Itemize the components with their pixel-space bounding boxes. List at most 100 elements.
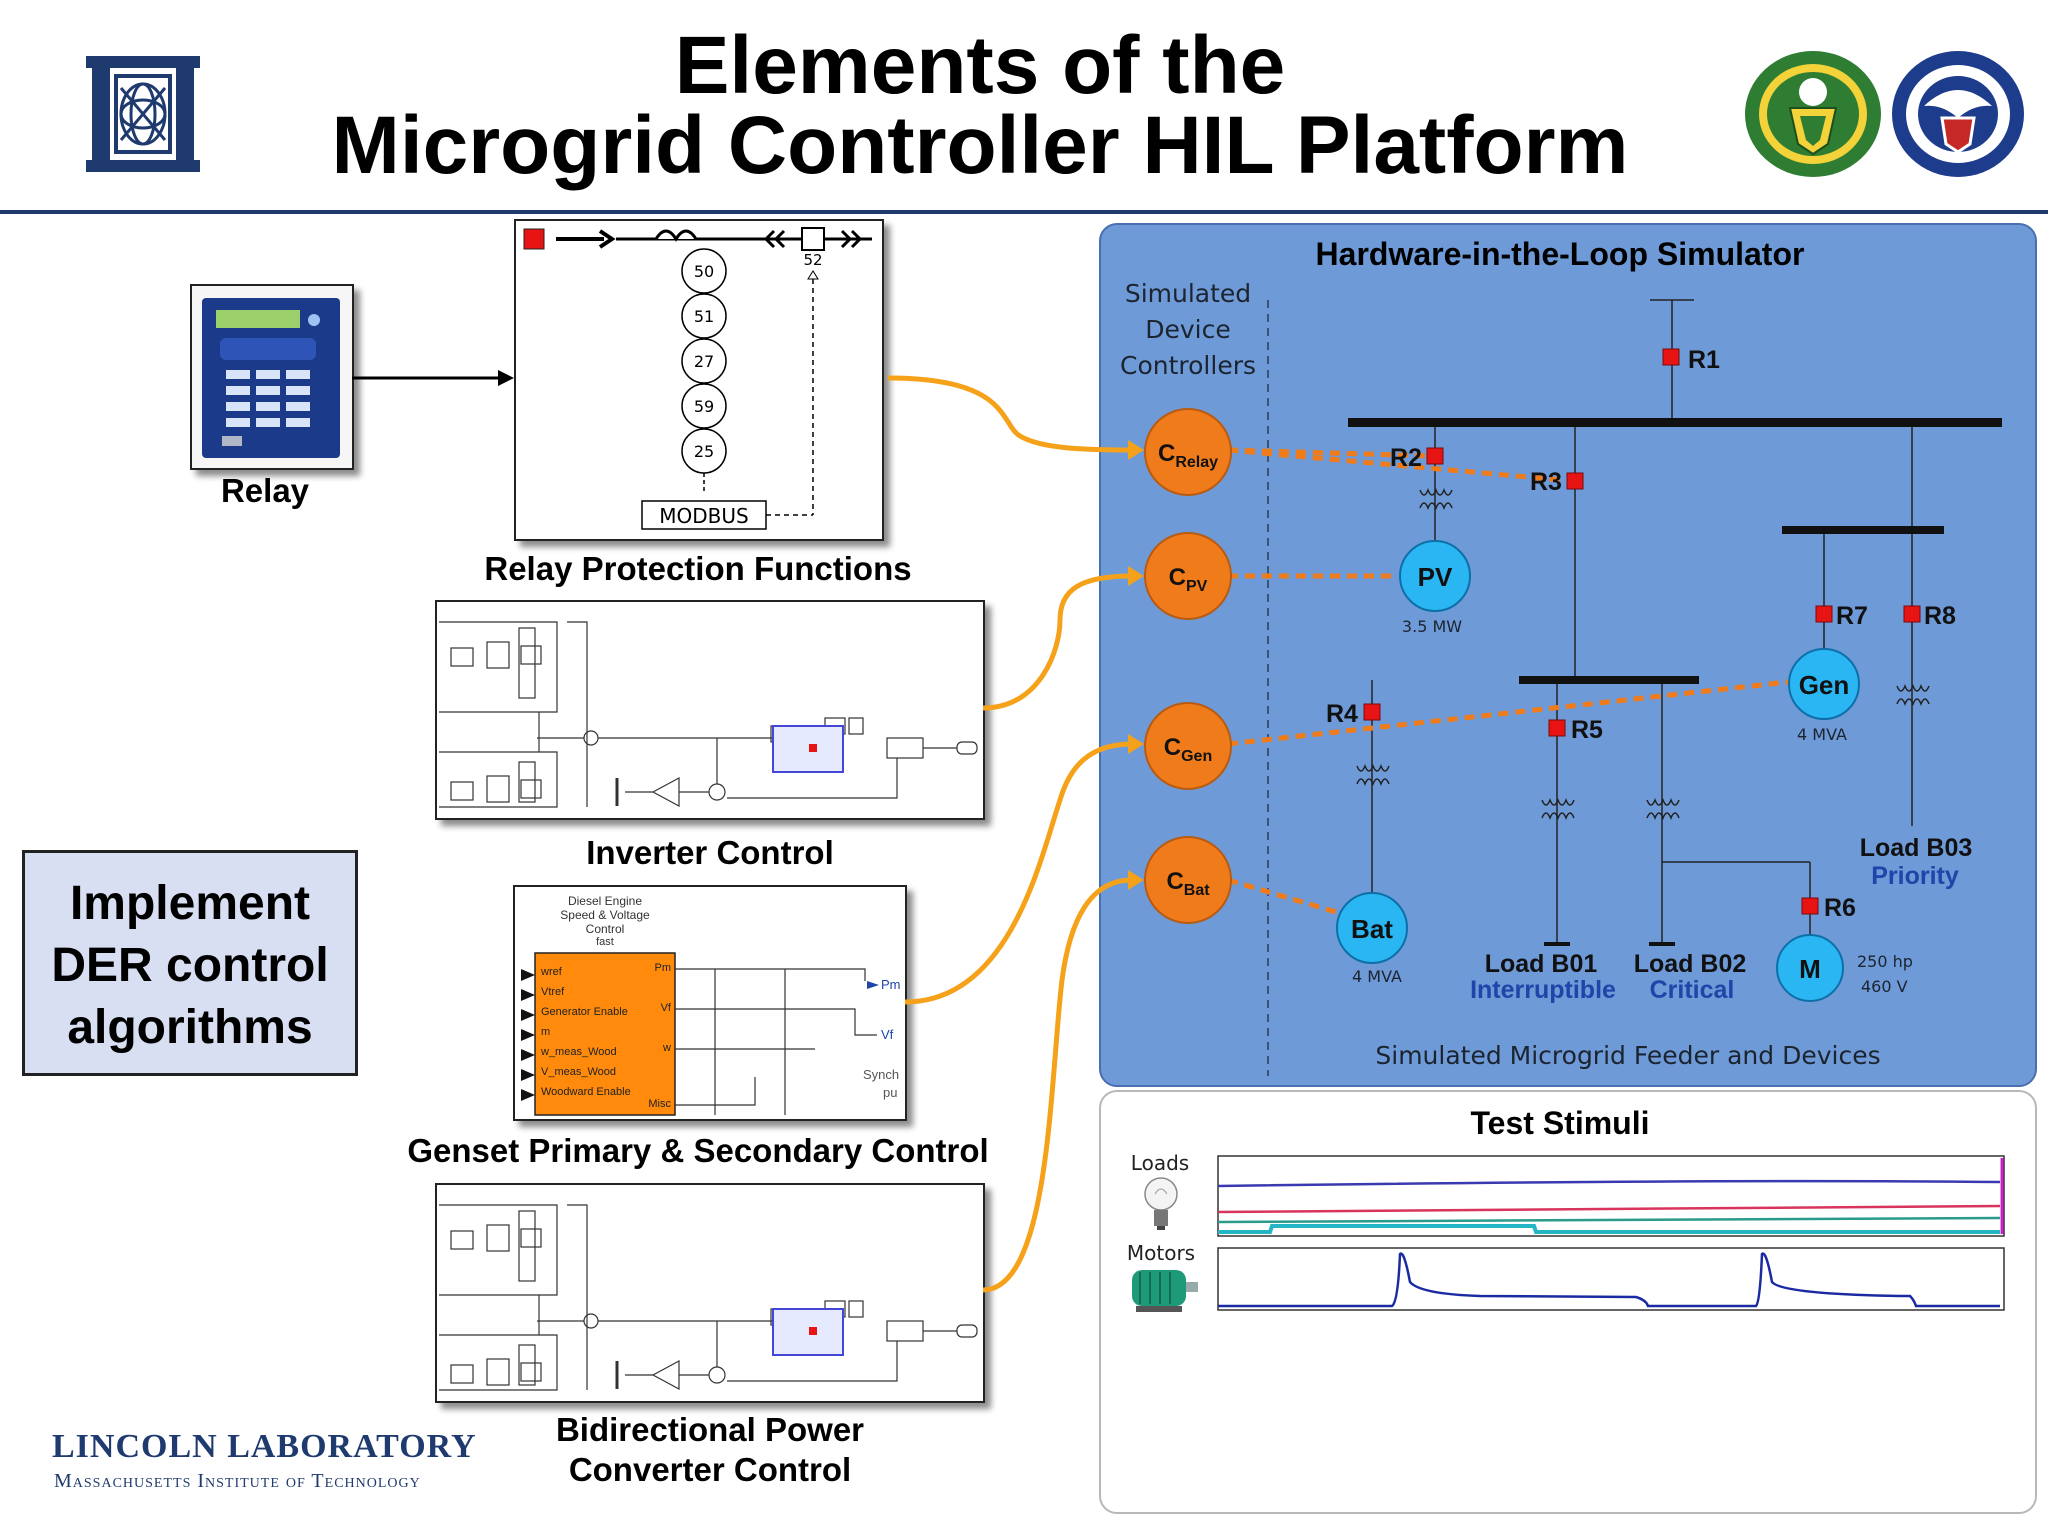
motors-trace [1218, 1252, 2000, 1308]
breaker-r7-label: R7 [1836, 602, 1868, 630]
relay-arrow-head [498, 370, 514, 386]
genset-side-vf: Vf [881, 1027, 894, 1042]
title-line-2: Microgrid Controller HIL Platform [331, 100, 1629, 191]
relay-protection-diagram: 52 50 51 27 59 25 MODBUS [514, 219, 884, 541]
controller-relay-circle [1144, 408, 1232, 496]
title-divider [0, 210, 2048, 214]
hil-title: Hardware-in-the-Loop Simulator [1316, 236, 1805, 272]
controller-gen-label: CGen [1164, 734, 1212, 765]
breaker-r2-label: R2 [1390, 444, 1422, 472]
genset-input-7: Woodward Enable [541, 1086, 631, 1098]
load-b03-name: Load B03 [1860, 834, 1973, 862]
test-stimuli-title: Test Stimuli [1471, 1105, 1650, 1141]
ansi-code-59: 59 [694, 397, 714, 416]
genset-input-1: wref [540, 966, 563, 978]
link-cgen-gen [1227, 679, 1789, 747]
loads-trace-teal [1217, 1216, 2001, 1224]
controller-bat-label: CBat [1166, 868, 1210, 899]
bpc-caption-line-2: Converter Control [568, 1451, 852, 1488]
motor-rating-v: 460 V [1861, 977, 1908, 996]
genset-side-pu: pu [883, 1085, 897, 1100]
breaker-r6-label: R6 [1824, 894, 1856, 922]
page-title: Elements of the Microgrid Controller HIL… [300, 20, 1660, 191]
genset-output-w: w [662, 1042, 671, 1054]
load-b02-type: Critical [1650, 976, 1735, 1004]
genset-input-3: Generator Enable [541, 1006, 628, 1018]
electric-motor-icon [1132, 1270, 1198, 1312]
ansi-code-27: 27 [694, 352, 714, 371]
genset-block-title-4: fast [596, 936, 614, 948]
genset-output-misc: Misc [648, 1098, 671, 1110]
motor-device [1776, 934, 1844, 1002]
link-crelay-r3 [1227, 447, 1573, 484]
bat-device [1336, 892, 1408, 964]
genset-output-vf: Vf [661, 1002, 672, 1014]
connector-pv-head [1128, 566, 1144, 586]
department-of-energy-seal [1745, 51, 1881, 177]
inverter-control-caption: Inverter Control [586, 834, 834, 871]
breaker-r3-label: R3 [1530, 468, 1562, 496]
load-b03-type: Priority [1871, 862, 1959, 890]
der-line-1: Implement [69, 877, 311, 930]
loads-plot-frame [1217, 1155, 2005, 1237]
connector-relay-head [1128, 440, 1144, 460]
der-line-3: algorithms [67, 1001, 313, 1054]
pv-device [1399, 540, 1471, 612]
pv-rating: 3.5 MW [1402, 617, 1462, 636]
load-b01-name: Load B01 [1485, 950, 1598, 978]
mit-wordmark: Massachusetts Institute of Technology [54, 1470, 421, 1492]
connector-bat-head [1128, 870, 1144, 890]
gen-rating: 4 MVA [1797, 725, 1847, 744]
bidirectional-converter-diagram [435, 1183, 985, 1403]
genset-input-4: m [541, 1026, 550, 1038]
pv-label: PV [1418, 562, 1453, 592]
connector-pv [982, 573, 1133, 711]
genset-block-title-3: Control [586, 922, 625, 936]
bat-label: Bat [1351, 914, 1393, 944]
breaker-r1 [1662, 348, 1680, 366]
breaker-r1-label: R1 [1688, 346, 1720, 374]
breaker-r3 [1566, 472, 1584, 490]
relay-label: Relay [220, 472, 310, 509]
link-crelay-r2 [1227, 447, 1433, 459]
connector-relay [887, 375, 1133, 453]
loads-trace-red [1217, 1204, 2001, 1214]
der-control-callout: Implement DER control algorithms [22, 850, 358, 1076]
motor-rating-hp: 250 hp [1857, 952, 1913, 971]
genset-block-title-2: Speed & Voltage [560, 908, 650, 922]
mit-ll-logo [86, 56, 200, 172]
loads-label: Loads [1131, 1151, 1189, 1175]
genset-input-5: w_meas_Wood [540, 1046, 617, 1058]
bpc-caption: Bidirectional Power Converter Control [510, 1410, 910, 1490]
bat-rating: 4 MVA [1352, 967, 1402, 986]
bus-b03 [1782, 526, 1944, 534]
genset-side-pm: Pm [881, 977, 901, 992]
homeland-security-seal [1892, 51, 2024, 177]
controllers-header-1: Simulated [1125, 279, 1251, 308]
ansi-code-50: 50 [694, 262, 714, 281]
breaker-r4 [1363, 703, 1381, 721]
controller-pv-label: CPV [1169, 564, 1208, 595]
light-bulb-icon [1144, 1177, 1178, 1230]
relay-protection-caption: Relay Protection Functions [484, 550, 912, 587]
inverter-control-diagram [435, 600, 985, 820]
breaker-52-label: 52 [803, 251, 822, 269]
genset-input-6: V_meas_Wood [541, 1066, 616, 1078]
genset-side-synch: Synch [863, 1067, 899, 1082]
title-line-1: Elements of the [674, 20, 1286, 111]
modbus-label: MODBUS [659, 504, 748, 528]
gen-label: Gen [1799, 670, 1850, 700]
controller-bat-circle [1144, 836, 1232, 924]
protective-relay-icon [202, 298, 340, 458]
breaker-r4-label: R4 [1326, 700, 1358, 728]
main-bus [1348, 418, 2002, 427]
gen-device [1788, 648, 1860, 720]
genset-output-pm: Pm [655, 962, 672, 974]
transformer-symbols [1356, 487, 1930, 821]
connector-gen [904, 741, 1133, 1005]
breaker-r5 [1548, 719, 1566, 737]
controller-relay-label: CRelay [1158, 440, 1218, 471]
connector-bat [982, 877, 1133, 1293]
ansi-code-51: 51 [694, 307, 714, 326]
